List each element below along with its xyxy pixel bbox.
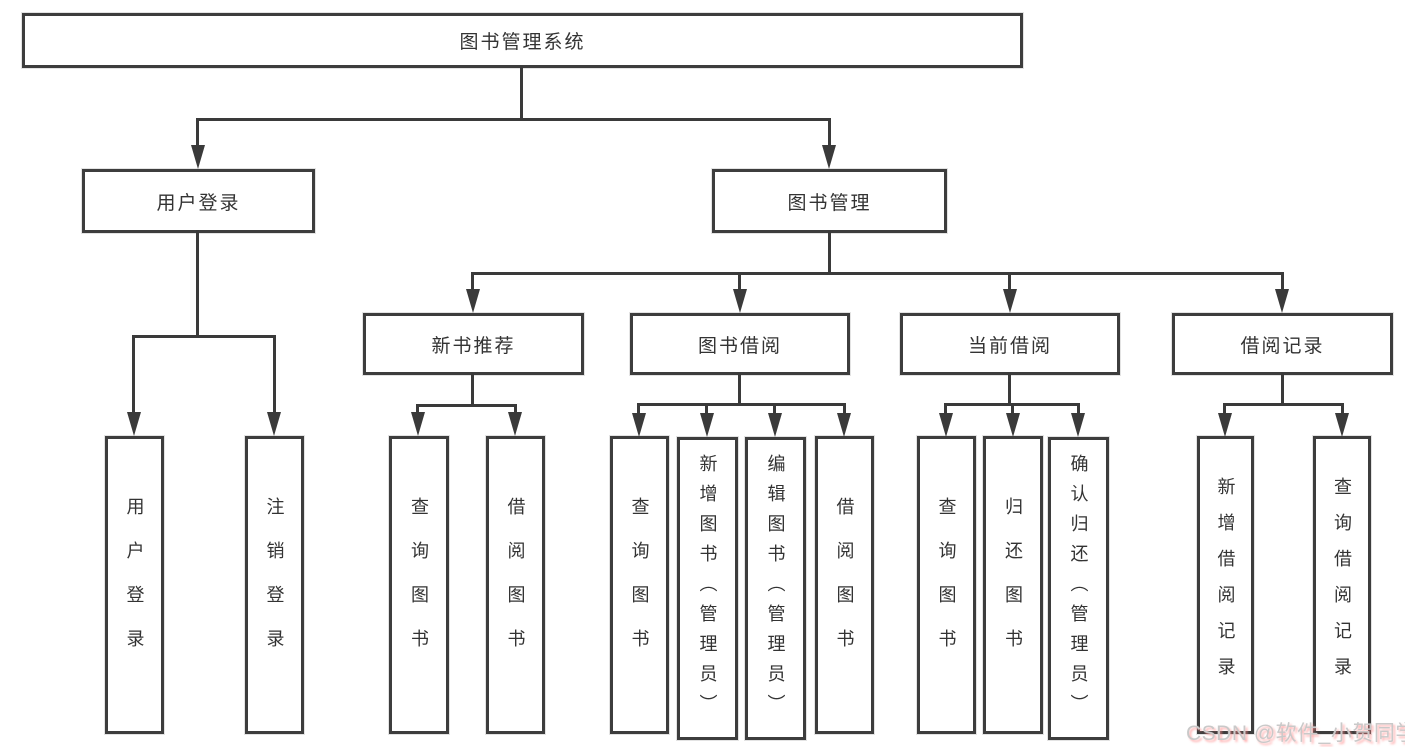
leaf-query-books-current: 查询图书: [917, 436, 976, 734]
connector-line: [416, 404, 517, 407]
connector-line: [514, 404, 517, 413]
connector-line: [637, 403, 640, 413]
csdn-watermark: CSDN @软件_小贺同学: [1186, 722, 1405, 745]
arrowhead-down: [508, 412, 522, 436]
connector-line: [196, 118, 199, 147]
leaf-edit-book-admin: 编辑图书（管理员）: [745, 437, 806, 740]
connector-line: [471, 373, 474, 407]
connector-line: [1341, 403, 1344, 413]
leaf-borrow-books-recommend: 借阅图书: [486, 436, 545, 734]
arrowhead-down: [411, 412, 425, 436]
node-root: 图书管理系统: [22, 13, 1023, 68]
connector-line: [196, 230, 199, 338]
leaf-query-borrow-record: 查询借阅记录: [1313, 436, 1371, 734]
arrowhead-down: [127, 412, 141, 436]
arrowhead-down: [1335, 413, 1349, 437]
connector-line: [1281, 272, 1284, 290]
node-book-borrowing: 图书借阅: [630, 313, 850, 375]
connector-line: [705, 403, 708, 413]
arrowhead-down: [1006, 413, 1020, 437]
connector-line: [738, 373, 741, 406]
leaf-query-books-recommend: 查询图书: [389, 436, 449, 734]
connector-line: [637, 403, 846, 406]
connector-line: [1008, 373, 1011, 406]
connector-line: [471, 272, 474, 290]
leaf-confirm-return-admin: 确认归还（管理员）: [1048, 437, 1109, 740]
connector-line: [471, 272, 1284, 275]
connector-line: [132, 335, 135, 413]
arrowhead-down: [822, 145, 836, 169]
connector-line: [843, 403, 846, 413]
connector-line: [738, 272, 741, 290]
connector-line: [1281, 373, 1284, 406]
node-borrowing-records: 借阅记录: [1172, 313, 1393, 375]
connector-line: [944, 403, 947, 413]
node-new-book-recommend: 新书推荐: [363, 313, 584, 375]
connector-line: [196, 118, 831, 121]
leaf-add-borrow-record: 新增借阅记录: [1197, 436, 1254, 734]
arrowhead-down: [1003, 289, 1017, 313]
arrowhead-down: [1218, 413, 1232, 437]
leaf-add-book-admin: 新增图书（管理员）: [677, 437, 738, 740]
arrowhead-down: [1071, 413, 1085, 437]
connector-line: [1223, 403, 1226, 413]
arrowhead-down: [1275, 289, 1289, 313]
connector-line: [1223, 403, 1344, 406]
arrowhead-down: [267, 412, 281, 436]
connector-line: [132, 335, 276, 338]
connector-line: [1011, 403, 1014, 413]
connector-line: [520, 66, 523, 120]
connector-line: [416, 404, 419, 413]
connector-line: [773, 403, 776, 413]
node-user-login: 用户登录: [82, 169, 315, 233]
arrowhead-down: [191, 145, 205, 169]
connector-line: [1008, 272, 1011, 290]
arrowhead-down: [733, 289, 747, 313]
arrowhead-down: [632, 413, 646, 437]
arrowhead-down: [466, 289, 480, 313]
leaf-query-books-borrowing: 查询图书: [610, 436, 669, 734]
leaf-borrow-books-borrowing: 借阅图书: [815, 436, 874, 734]
connector-line: [828, 118, 831, 147]
connector-line: [828, 231, 831, 275]
connector-line: [273, 335, 276, 413]
arrowhead-down: [768, 413, 782, 437]
leaf-logout: 注销登录: [245, 436, 304, 734]
arrowhead-down: [837, 413, 851, 437]
leaf-return-book: 归还图书: [983, 436, 1043, 734]
leaf-user-login: 用户登录: [105, 436, 164, 734]
node-current-borrowing: 当前借阅: [900, 313, 1120, 375]
arrowhead-down: [700, 413, 714, 437]
connector-line: [1077, 403, 1080, 413]
node-book-management: 图书管理: [712, 169, 947, 233]
arrowhead-down: [939, 413, 953, 437]
